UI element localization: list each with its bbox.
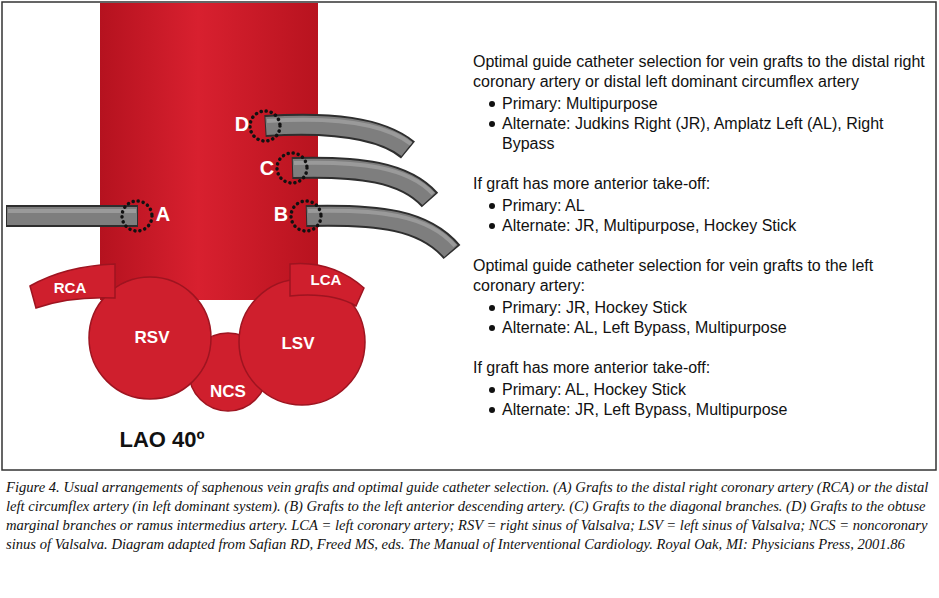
- catheter-choice: Primary: AL: [502, 196, 922, 216]
- label-holder: B: [274, 203, 288, 225]
- label-holder: Alternate: JR, Left Bypass, Multipurpose: [502, 400, 922, 420]
- rca-band: RCA: [30, 262, 115, 308]
- label-holder: Primary: AL, Hockey Stick: [502, 380, 922, 400]
- bullet-dot: [489, 387, 495, 393]
- catheter-choice: Primary: AL, Hockey Stick: [502, 380, 922, 400]
- lca-band: LCA: [290, 258, 364, 308]
- selection-heading: If graft has more anterior take-off:: [473, 174, 928, 194]
- label-holder: Optimal guide catheter selection for vei…: [473, 52, 928, 92]
- caption-holder: Figure 4. Usual arrangements of saphenou…: [6, 478, 932, 554]
- graft-a: [6, 211, 138, 216]
- catheter-choice: Primary: Multipurpose: [502, 94, 922, 114]
- sinus-label: NCS: [210, 383, 246, 402]
- label-holder: A: [156, 203, 170, 225]
- graft-letter: A: [156, 203, 170, 225]
- catheter-choice: Primary: JR, Hockey Stick: [502, 298, 922, 318]
- graft-b: [306, 211, 455, 252]
- catheter-choice: Alternate: JR, Left Bypass, Multipurpose: [502, 400, 922, 420]
- bullet-dot: [489, 223, 495, 229]
- node-label-holder: LSV: [281, 335, 314, 354]
- label-holder: Alternate: AL, Left Bypass, Multipurpose: [502, 318, 922, 338]
- catheter-choice: Alternate: Judkins Right (JR), Amplatz L…: [502, 114, 922, 154]
- catheter-choice: Alternate: AL, Left Bypass, Multipurpose: [502, 318, 922, 338]
- sinus-label: LCA: [311, 272, 342, 289]
- graft-d: [265, 120, 411, 150]
- sinus-label: LSV: [281, 335, 314, 354]
- node-label-holder: RCA: [54, 280, 87, 297]
- bullet-dot: [489, 305, 495, 311]
- node-label-holder: LCA: [311, 272, 342, 289]
- aorta-column: [100, 3, 318, 300]
- anastomosis-markers: [122, 111, 321, 231]
- selection-heading: If graft has more anterior take-off:: [473, 358, 928, 378]
- sinus-label: RSV: [135, 329, 170, 348]
- selection-heading: Optimal guide catheter selection for vei…: [473, 52, 928, 92]
- graft-letter: B: [274, 203, 288, 225]
- graft-letter: D: [235, 113, 249, 135]
- selection-heading: Optimal guide catheter selection for vei…: [473, 256, 928, 296]
- label-holder: Primary: AL: [502, 196, 922, 216]
- label-holder: LAO 40º: [119, 428, 204, 452]
- view-angle: LAO 40º: [119, 428, 204, 452]
- label-holder: Alternate: Judkins Right (JR), Amplatz L…: [502, 114, 922, 154]
- figure-caption: Figure 4. Usual arrangements of saphenou…: [6, 478, 932, 554]
- vein-grafts: [6, 120, 455, 252]
- figure-frame: [2, 2, 936, 470]
- bullet-dot: [489, 407, 495, 413]
- bullet-dot: [489, 101, 495, 107]
- label-holder: Optimal guide catheter selection for vei…: [473, 256, 928, 296]
- graft-letter: C: [260, 157, 274, 179]
- bullet-dot: [489, 121, 495, 127]
- label-holder: C: [260, 157, 274, 179]
- catheter-choice: Alternate: JR, Multipurpose, Hockey Stic…: [502, 216, 922, 236]
- label-holder: Alternate: JR, Multipurpose, Hockey Stic…: [502, 216, 922, 236]
- label-holder: If graft has more anterior take-off:: [473, 174, 928, 194]
- node-label-holder: RSV: [135, 329, 170, 348]
- label-holder: Primary: Multipurpose: [502, 94, 922, 114]
- label-holder: If graft has more anterior take-off:: [473, 358, 928, 378]
- sinus-label: RCA: [54, 280, 87, 297]
- node-label-holder: NCS: [210, 383, 246, 402]
- bullet-dot: [489, 325, 495, 331]
- label-holder: Primary: JR, Hockey Stick: [502, 298, 922, 318]
- label-holder: D: [235, 113, 249, 135]
- graft-c: [292, 163, 433, 200]
- bullet-dot: [489, 203, 495, 209]
